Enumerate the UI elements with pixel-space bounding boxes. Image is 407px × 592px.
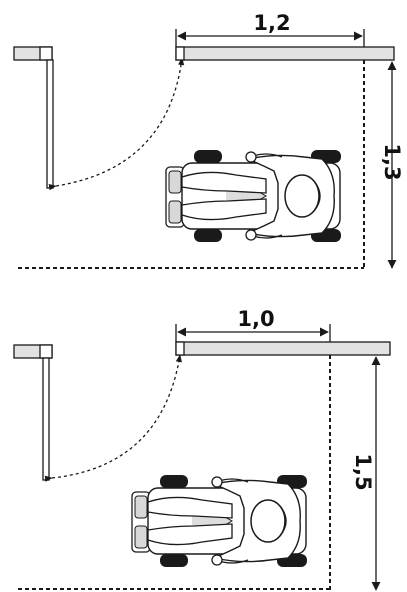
bottom-door-leaf — [42, 357, 50, 481]
top-width-dimension: 1,2 — [175, 11, 365, 47]
bottom-wall-left — [13, 344, 53, 359]
top-wall-left — [13, 46, 53, 61]
top-depth-dimension: 1,3 — [380, 61, 404, 269]
bottom-width-label: 1,0 — [237, 307, 274, 331]
top-wall-right — [175, 46, 395, 61]
bottom-wall-right — [175, 341, 391, 356]
top-depth-label: 1,3 — [380, 143, 404, 180]
top-door-leaf — [46, 59, 54, 189]
top-door-swing — [48, 57, 185, 191]
bottom-width-dimension: 1,0 — [175, 307, 331, 342]
top-width-label: 1,2 — [253, 11, 290, 35]
bottom-door-swing — [44, 354, 182, 482]
bottom-diagram: 1,0 1,5 — [13, 307, 391, 591]
top-wheelchair-user — [165, 149, 342, 243]
bottom-wheelchair-user — [131, 474, 308, 568]
bottom-depth-dimension: 1,5 — [351, 356, 381, 591]
top-diagram: 1,2 1,3 — [13, 11, 404, 269]
bottom-depth-label: 1,5 — [351, 453, 375, 490]
